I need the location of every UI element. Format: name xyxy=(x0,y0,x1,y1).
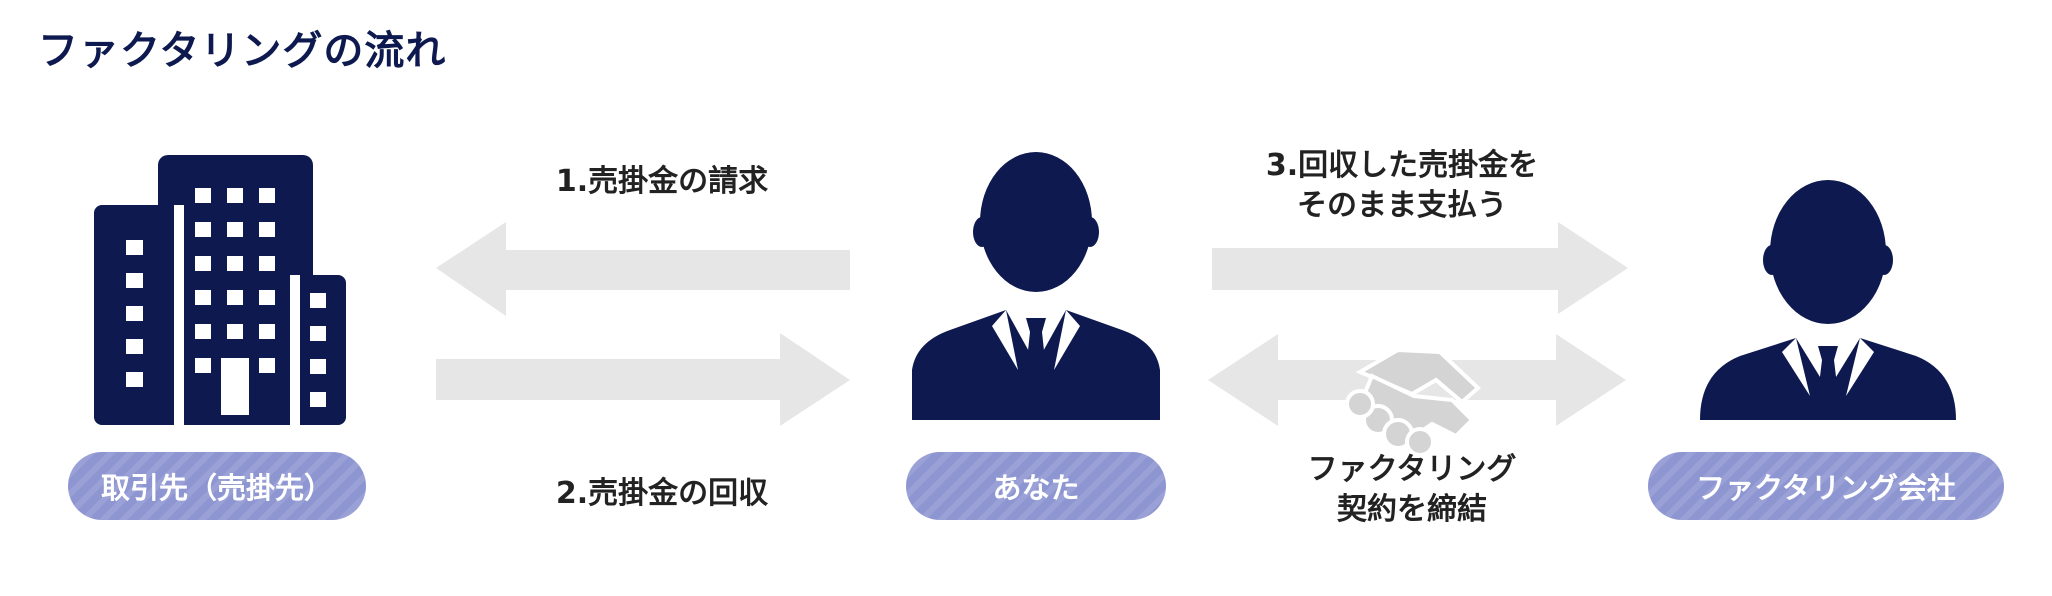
step1-label: 1.売掛金の請求 xyxy=(512,162,812,202)
step3-line1: 3.回収した売掛金を xyxy=(1265,148,1539,183)
node-factor-pill: ファクタリング会社 xyxy=(1648,452,2004,520)
step3-label: 3.回収した売掛金を そのまま支払う xyxy=(1232,146,1572,226)
arrow-request-left xyxy=(436,222,850,316)
arrow-collect-right xyxy=(436,333,850,426)
handshake-icon xyxy=(1345,347,1481,457)
contract-line2: 契約を締結 xyxy=(1337,492,1487,527)
businessman-icon-you xyxy=(912,152,1160,420)
step1-text: 1.売掛金の請求 xyxy=(555,164,769,199)
node-you-pill: あなた xyxy=(906,452,1166,520)
contract-line1: ファクタリング xyxy=(1307,452,1517,487)
step2-text: 2.売掛金の回収 xyxy=(555,476,769,511)
office-building-icon xyxy=(94,155,346,425)
step3-line2: そのまま支払う xyxy=(1297,188,1507,223)
node-client-pill: 取引先（売掛先） xyxy=(68,452,366,520)
contract-label: ファクタリング 契約を締結 xyxy=(1262,450,1562,530)
step2-label: 2.売掛金の回収 xyxy=(512,474,812,514)
arrow-pay-right xyxy=(1212,222,1628,314)
page-title: ファクタリングの流れ xyxy=(38,28,447,74)
businessman-icon-factor xyxy=(1700,180,1956,420)
